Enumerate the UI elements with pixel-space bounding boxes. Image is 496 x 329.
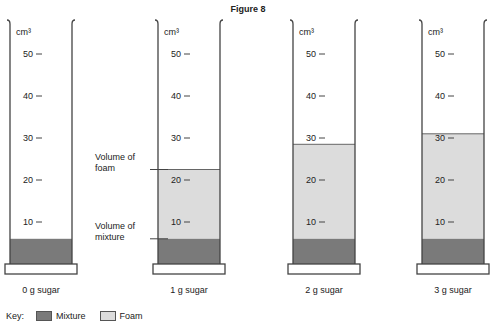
cylinder-caption: 3 g sugar	[408, 285, 496, 295]
scale-number: 20	[296, 175, 316, 185]
foam-fill	[293, 144, 355, 239]
unit-label: cm³	[164, 27, 179, 37]
scale-tick	[448, 180, 454, 181]
mixture-fill	[158, 239, 220, 264]
scale-tick	[448, 54, 454, 55]
foam-fill	[422, 134, 484, 239]
scale-tick	[448, 96, 454, 97]
scale-number: 10	[296, 217, 316, 227]
foam-surface	[293, 144, 355, 145]
cylinder-wall	[290, 20, 358, 264]
scale-number: 20	[161, 175, 181, 185]
cylinder-wall	[7, 20, 75, 264]
cylinder-base	[288, 264, 360, 274]
scale-number: 20	[13, 175, 33, 185]
scale-tick	[448, 138, 454, 139]
scale-tick	[319, 222, 325, 223]
leader-line	[150, 169, 168, 170]
leader-line	[150, 238, 168, 239]
scale-number: 50	[425, 49, 445, 59]
cylinder-base	[153, 264, 225, 274]
scale-tick	[448, 222, 454, 223]
scale-tick	[319, 138, 325, 139]
foam-fill	[158, 170, 220, 239]
cylinder-base	[417, 264, 489, 274]
scale-tick	[184, 54, 190, 55]
unit-label: cm³	[16, 27, 31, 37]
mixture-fill	[293, 239, 355, 264]
scale-tick	[36, 138, 42, 139]
cylinder-wall	[155, 20, 223, 264]
scale-tick	[184, 138, 190, 139]
callout-label: Volume of mixture	[95, 221, 147, 243]
unit-label: cm³	[428, 27, 443, 37]
scale-number: 50	[13, 49, 33, 59]
scale-number: 40	[296, 91, 316, 101]
scale-number: 30	[296, 133, 316, 143]
scale-number: 40	[161, 91, 181, 101]
scale-tick	[184, 222, 190, 223]
scale-number: 20	[425, 175, 445, 185]
foam-surface	[422, 133, 484, 134]
scale-number: 50	[296, 49, 316, 59]
cylinder-caption: 2 g sugar	[279, 285, 369, 295]
cylinder-caption: 1 g sugar	[144, 285, 234, 295]
scale-tick	[184, 96, 190, 97]
scale-tick	[184, 180, 190, 181]
scale-tick	[319, 180, 325, 181]
scale-number: 50	[161, 49, 181, 59]
legend-text: Mixture	[56, 311, 86, 321]
scale-tick	[36, 54, 42, 55]
scale-number: 30	[13, 133, 33, 143]
callout-label: Volume of foam	[95, 152, 147, 174]
legend-swatch	[36, 311, 52, 321]
scale-number: 30	[425, 133, 445, 143]
legend-swatch	[100, 311, 116, 321]
scale-tick	[319, 54, 325, 55]
scale-tick	[36, 222, 42, 223]
cylinder-wall	[419, 20, 487, 264]
key-label: Key:	[6, 311, 24, 321]
scale-number: 40	[425, 91, 445, 101]
unit-label: cm³	[299, 27, 314, 37]
scale-number: 40	[13, 91, 33, 101]
mixture-fill	[422, 239, 484, 264]
scale-tick	[319, 96, 325, 97]
mixture-fill	[10, 239, 72, 264]
cylinder-base	[5, 264, 77, 274]
cylinder-caption: 0 g sugar	[0, 285, 86, 295]
scale-tick	[36, 180, 42, 181]
scale-number: 10	[161, 217, 181, 227]
legend-text: Foam	[120, 311, 143, 321]
scale-number: 10	[13, 217, 33, 227]
figure-title: Figure 8	[188, 4, 308, 14]
scale-tick	[36, 96, 42, 97]
scale-number: 10	[425, 217, 445, 227]
scale-number: 30	[161, 133, 181, 143]
